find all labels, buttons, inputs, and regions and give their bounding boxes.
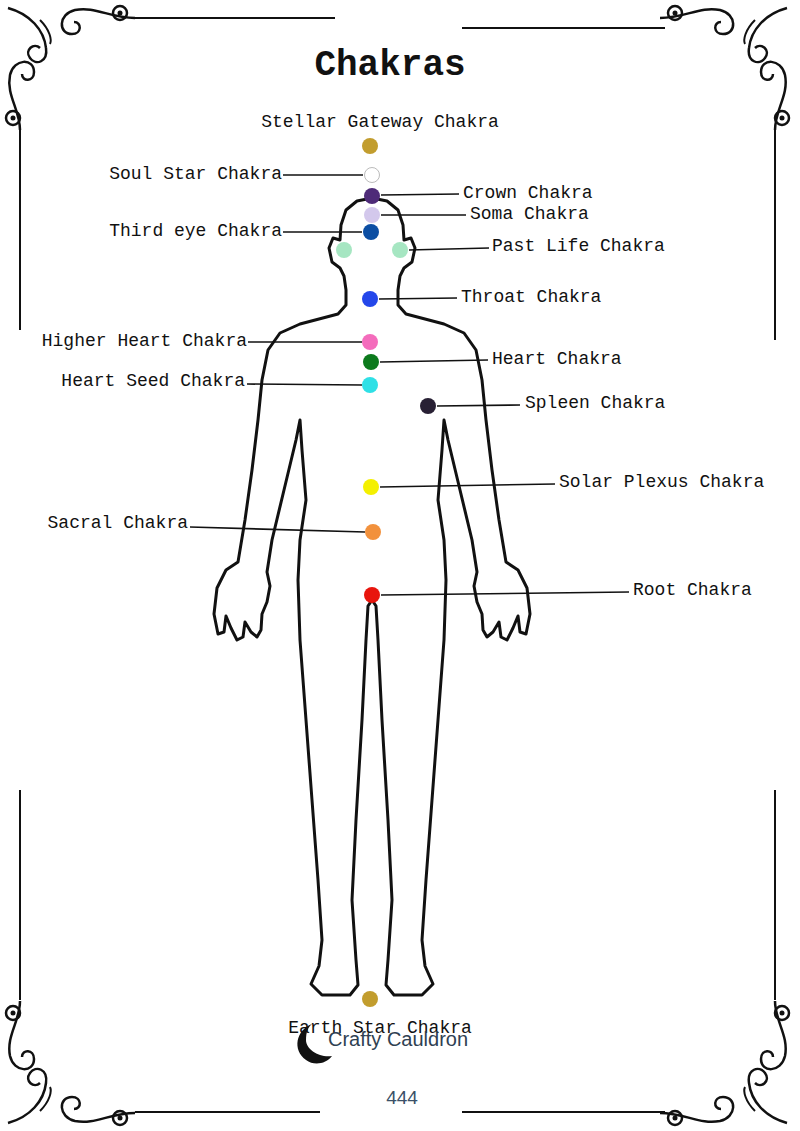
chakra-label: Third eye Chakra (109, 221, 282, 243)
chakra-label: Solar Plexus Chakra (559, 472, 764, 494)
chakra-label: Past Life Chakra (492, 236, 665, 258)
chakra-label: Sacral Chakra (48, 513, 188, 535)
chakra-label: Throat Chakra (461, 287, 601, 309)
chakra-label: Spleen Chakra (525, 393, 665, 415)
chakra-label: Soul Star Chakra (109, 164, 282, 186)
page-number: 444 (386, 1087, 418, 1110)
chakra-label: Root Chakra (633, 580, 752, 602)
chakra-label: Soma Chakra (470, 204, 589, 226)
diagram-title: Chakras (314, 44, 465, 87)
chakra-label: Heart Chakra (492, 349, 622, 371)
human-silhouette (214, 198, 530, 995)
chakra-label: Heart Seed Chakra (61, 371, 245, 393)
chakra-label: Stellar Gateway Chakra (261, 112, 499, 134)
chakra-label: Crown Chakra (463, 183, 593, 205)
chakra-dots (336, 138, 436, 1007)
brand-name: Crafty Cauldron (328, 1027, 468, 1051)
frame (6, 6, 789, 1125)
chakra-label: Higher Heart Chakra (42, 331, 247, 353)
